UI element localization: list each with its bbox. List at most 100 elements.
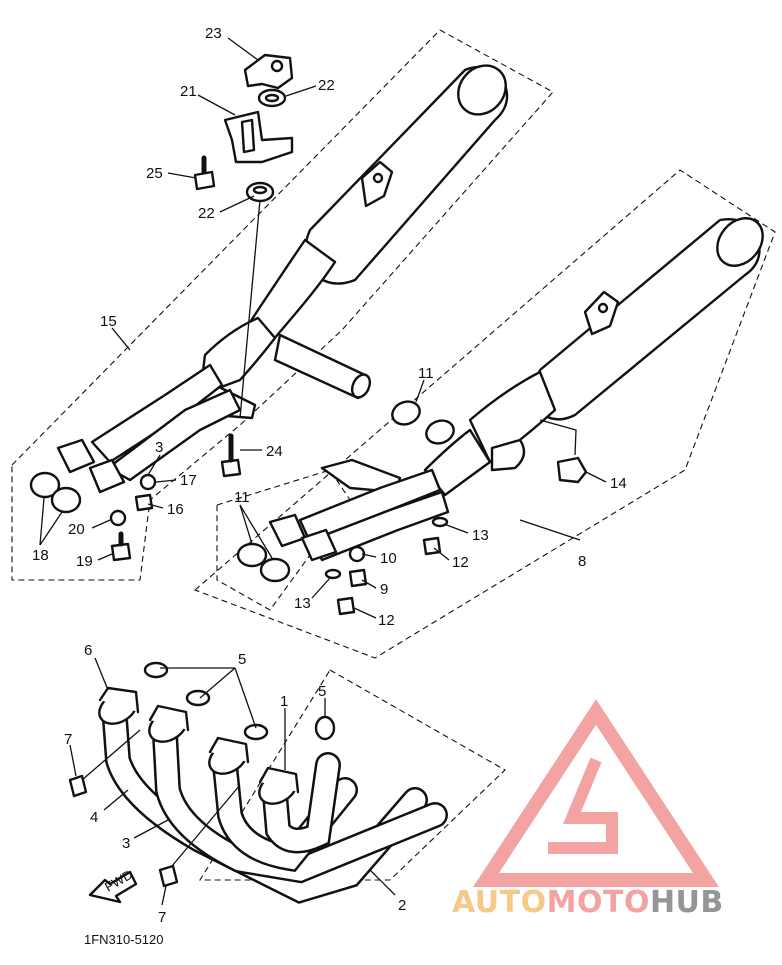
- callout-5-group: 5: [238, 651, 246, 668]
- logo-inner-mark: [548, 757, 618, 854]
- logo-text-hub: HUB: [650, 885, 724, 920]
- callout-12-right: 12: [452, 554, 469, 571]
- nut-part-20: [109, 509, 127, 527]
- callout-23: 23: [205, 25, 222, 42]
- callout-11-top: 11: [418, 365, 434, 382]
- hanger-bracket-assembly: [193, 53, 294, 203]
- port-gasket-part-5-d: [314, 715, 336, 741]
- nut-part-10: [348, 545, 366, 563]
- callout-22-bottom: 22: [198, 205, 215, 222]
- right-head-pipe-b: [310, 490, 450, 562]
- gasket-part-18-b: [50, 486, 82, 514]
- bolt-part-16: [134, 493, 154, 512]
- left-pipe-clamp-1: [56, 438, 96, 474]
- nut-part-17: [139, 473, 157, 491]
- callout-13-right: 13: [472, 527, 489, 544]
- right-collector: [423, 428, 492, 497]
- callout-25: 25: [146, 165, 163, 182]
- bracket-part-21: [223, 110, 294, 164]
- header-flange-3: [208, 736, 250, 775]
- callout-8: 8: [578, 553, 586, 570]
- callout-5-right: 5: [318, 683, 326, 700]
- watermark-logo: AUTOMOTOHUB: [452, 699, 724, 920]
- rubber-mount-part-14: [556, 456, 588, 484]
- left-balance-pipe-end: [350, 373, 372, 399]
- right-muffler-assembly: [268, 217, 764, 562]
- header-pipes: [68, 661, 448, 904]
- callout-9: 9: [380, 581, 388, 598]
- header-pipe-part-2-inner: [214, 754, 356, 870]
- flange-nut-part-7-b: [158, 864, 179, 888]
- logo-triangle: [473, 699, 719, 887]
- hanger-clamp-hole: [270, 59, 284, 73]
- washer-part-13-b: [324, 568, 342, 580]
- callout-19: 19: [76, 553, 93, 570]
- gasket-part-11-b: [425, 419, 455, 445]
- right-muffler-mount-hole: [597, 302, 609, 314]
- header-flange-2: [148, 704, 190, 743]
- callout-12-lower: 12: [378, 612, 395, 629]
- small-hardware: [29, 400, 455, 616]
- drawing-code: 1FN310-5120: [84, 932, 164, 947]
- grommet-hole-bottom: [252, 185, 268, 195]
- callout-15: 15: [100, 313, 117, 330]
- callout-2: 2: [398, 897, 406, 914]
- right-muffler-group-box: [193, 169, 776, 659]
- gasket-part-18-a: [29, 471, 61, 499]
- leader-lines: [39, 37, 607, 906]
- callout-1: 1: [280, 693, 288, 710]
- logo-text-moto: MOTO: [547, 885, 650, 920]
- right-balance-pipe: [490, 438, 526, 472]
- callout-7-lower: 7: [158, 909, 166, 926]
- bracket-rib: [240, 118, 256, 154]
- header-pipe-part-1-inner: [264, 754, 339, 851]
- port-gasket-part-5-a: [143, 661, 169, 679]
- header-group-box: [199, 669, 506, 881]
- right-pipe-clamp-2: [300, 528, 338, 562]
- callout-13-lower: 13: [294, 595, 311, 612]
- flange-nut-part-7-a: [68, 774, 88, 798]
- left-muffler-mount-tab: [360, 160, 394, 208]
- right-muffler-end-cap: [716, 217, 764, 267]
- callout-20: 20: [68, 521, 85, 538]
- logo-text: AUTOMOTOHUB: [452, 885, 724, 920]
- washer-part-13-a: [431, 516, 449, 528]
- port-gasket-part-5-c: [243, 723, 269, 741]
- callout-3-upper: 3: [155, 439, 163, 456]
- header-pipe-part-3-inner: [154, 724, 446, 881]
- callout-6: 6: [84, 642, 92, 659]
- header-flange-4: [258, 766, 300, 805]
- gasket-part-11-d: [259, 557, 291, 583]
- callout-4: 4: [90, 809, 98, 826]
- callout-22-top: 22: [318, 77, 335, 94]
- callout-21: 21: [180, 83, 197, 100]
- grommet-hole-top: [264, 93, 280, 103]
- logo-text-auto: AUTO: [452, 885, 547, 920]
- fwd-arrow-shape: [88, 870, 138, 904]
- callout-24: 24: [266, 443, 283, 460]
- hanger-clamp-part-23: [243, 53, 294, 90]
- gasket-part-11-a: [391, 400, 421, 426]
- callout-labels: 23 22 21 25 22 15 11 14 24 3 17 16 20 18…: [32, 25, 627, 926]
- left-muffler-mount-hole: [372, 172, 384, 184]
- callout-11-lower: 11: [234, 489, 250, 506]
- bolt-part-25: [193, 170, 216, 191]
- left-pipe-clamp-2: [88, 458, 126, 494]
- right-muffler-mount-tab: [583, 290, 620, 336]
- callout-7-upper: 7: [64, 731, 72, 748]
- header-flange-1: [98, 686, 140, 725]
- callout-18: 18: [32, 547, 49, 564]
- bolt-part-12-b: [336, 596, 356, 616]
- front-direction-arrow: FWD: [88, 867, 138, 904]
- bolt-part-9: [348, 568, 368, 588]
- callout-3-lower: 3: [122, 835, 130, 852]
- left-muffler-end-cap: [457, 64, 507, 116]
- callout-10: 10: [380, 550, 397, 567]
- callout-14: 14: [610, 475, 627, 492]
- left-muffler-assembly: [56, 64, 509, 494]
- callout-16: 16: [167, 501, 184, 518]
- left-muffler-group-box: [11, 29, 554, 581]
- callout-17: 17: [180, 472, 197, 489]
